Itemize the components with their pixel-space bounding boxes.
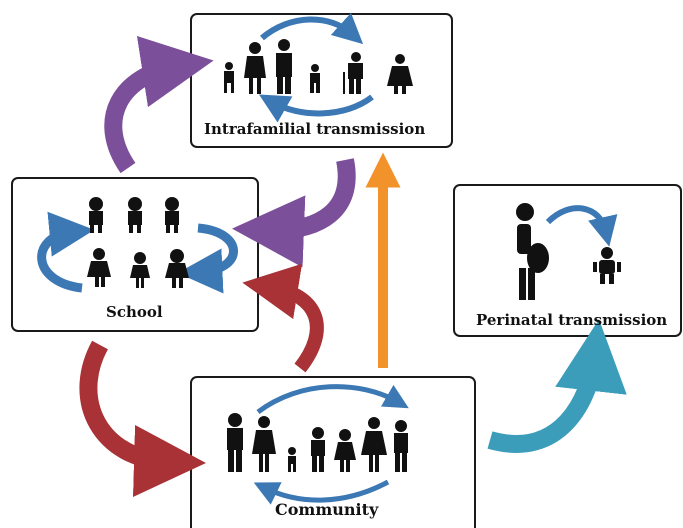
perinatal-label: Perinatal transmission — [476, 311, 668, 329]
school-cycle-left — [37, 211, 95, 293]
arrow-community-to-school — [242, 263, 324, 373]
perinatal-mother-to-baby — [545, 205, 618, 247]
arrow-intrafamilial-to-school — [232, 158, 356, 268]
intrafamilial-cycle-bottom — [258, 94, 374, 123]
arrow-school-to-community — [79, 340, 206, 497]
intrafamilial-cycle-top — [260, 12, 364, 45]
school-label: School — [106, 303, 163, 321]
pregnant-woman-icon — [516, 203, 549, 300]
arrow-community-to-perinatal — [487, 319, 627, 453]
children-silhouette-icon — [87, 197, 189, 288]
baby-icon — [593, 247, 621, 284]
intrafamilial-label: Intrafamilial transmission — [204, 120, 426, 138]
arrow-school-to-intrafamilial — [104, 35, 214, 174]
community-cycle-bottom — [253, 479, 390, 505]
community-cycle-top — [256, 384, 409, 414]
crowd-silhouette-icon — [227, 413, 408, 472]
community-label: Community — [275, 500, 379, 519]
family-silhouette-icon — [224, 39, 413, 94]
school-cycle-right — [177, 223, 238, 294]
